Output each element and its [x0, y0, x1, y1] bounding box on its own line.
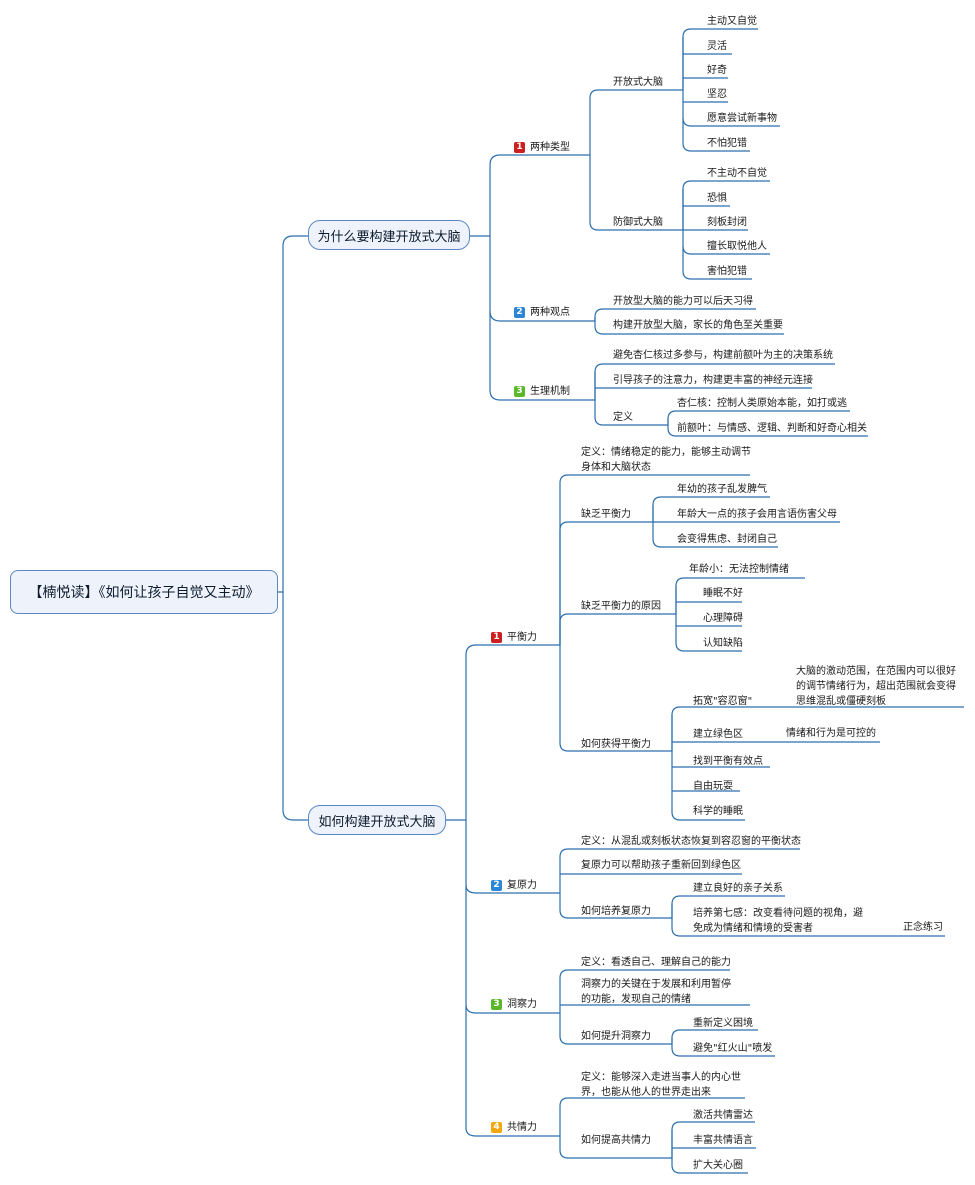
- leaf-topic[interactable]: 重新定义困境: [693, 1018, 753, 1029]
- topic-cultivate-resilience[interactable]: 如何培养复原力: [581, 906, 651, 917]
- topic-lack-causes[interactable]: 缺乏平衡力的原因: [581, 601, 661, 612]
- leaf-topic[interactable]: 找到平衡有效点: [693, 756, 763, 767]
- root-topic-label: 【楠悦读】《如何让孩子自觉又主动》: [28, 585, 260, 601]
- leaf-topic[interactable]: 年龄小：无法控制情绪: [689, 564, 789, 575]
- topic-defensive-brain[interactable]: 防御式大脑: [613, 217, 663, 228]
- topic-two-views[interactable]: 两种观点: [530, 307, 570, 318]
- topic-definition[interactable]: 定义: [613, 412, 633, 423]
- leaf-topic[interactable]: 主动又自觉: [707, 16, 757, 27]
- topic-green-zone[interactable]: 建立绿色区: [693, 729, 743, 740]
- topic-widen-window[interactable]: 拓宽"容忍窗": [693, 696, 753, 707]
- topic-balance[interactable]: 平衡力: [507, 632, 537, 643]
- topic-gain-balance[interactable]: 如何获得平衡力: [581, 739, 651, 750]
- leaf-topic[interactable]: 灵活: [707, 41, 727, 52]
- leaf-topic[interactable]: 不怕犯错: [707, 138, 747, 149]
- leaf-topic[interactable]: 培养第七感：改变看待问题的视角，避免成为情绪和情境的受害者: [693, 908, 863, 934]
- topic-mechanism[interactable]: 生理机制: [530, 386, 570, 397]
- leaf-topic[interactable]: 建立良好的亲子关系: [693, 883, 783, 894]
- leaf-topic[interactable]: 不主动不自觉: [707, 168, 767, 179]
- priority-badge: 3: [514, 386, 525, 397]
- leaf-topic[interactable]: 年龄大一点的孩子会用言语伤害父母: [677, 509, 837, 520]
- leaf-topic[interactable]: 愿意尝试新事物: [707, 113, 777, 124]
- leaf-topic[interactable]: 定义：看透自己、理解自己的能力: [581, 957, 731, 968]
- leaf-topic[interactable]: 大脑的激动范围，在范围内可以很好的调节情绪行为，超出范围就会变得思维混乱或僵硬刻…: [796, 666, 956, 707]
- topic-lack-balance[interactable]: 缺乏平衡力: [581, 509, 631, 520]
- leaf-topic[interactable]: 定义：情绪稳定的能力，能够主动调节身体和大脑状态: [581, 447, 751, 473]
- leaf-topic[interactable]: 擅长取悦他人: [707, 241, 767, 252]
- topic-insight[interactable]: 洞察力: [507, 999, 537, 1010]
- leaf-topic[interactable]: 睡眠不好: [703, 588, 743, 599]
- priority-badge: 4: [491, 1122, 502, 1133]
- leaf-topic[interactable]: 构建开放型大脑，家长的角色至关重要: [613, 320, 783, 331]
- leaf-topic[interactable]: 丰富共情语言: [693, 1135, 753, 1146]
- leaf-topic[interactable]: 好奇: [707, 65, 727, 76]
- leaf-topic[interactable]: 正念练习: [903, 922, 943, 933]
- leaf-topic[interactable]: 避免"红火山"喷发: [693, 1043, 773, 1054]
- priority-badge: 2: [491, 880, 502, 891]
- topic-open-brain[interactable]: 开放式大脑: [613, 77, 663, 88]
- priority-badge: 3: [491, 999, 502, 1010]
- leaf-topic[interactable]: 定义：能够深入走进当事人的内心世界，也能从他人的世界走出来: [581, 1072, 741, 1098]
- topic-resilience[interactable]: 复原力: [507, 880, 537, 891]
- leaf-topic[interactable]: 害怕犯错: [707, 266, 747, 277]
- leaf-topic[interactable]: 引导孩子的注意力，构建更丰富的神经元连接: [613, 375, 813, 386]
- leaf-topic[interactable]: 洞察力的关键在于发展和利用暂停的功能，发现自己的情绪: [581, 979, 731, 1005]
- priority-badge: 1: [491, 632, 502, 643]
- leaf-topic[interactable]: 定义：从混乱或刻板状态恢复到容忍窗的平衡状态: [581, 836, 801, 847]
- leaf-topic[interactable]: 年幼的孩子乱发脾气: [677, 484, 767, 495]
- topic-two-types[interactable]: 两种类型: [530, 142, 570, 153]
- main-topic-why[interactable]: 为什么要构建开放式大脑: [308, 220, 470, 250]
- priority-badge: 1: [514, 142, 525, 153]
- leaf-topic[interactable]: 复原力可以帮助孩子重新回到绿色区: [581, 860, 741, 871]
- leaf-topic[interactable]: 恐惧: [707, 193, 727, 204]
- topic-improve-empathy[interactable]: 如何提高共情力: [581, 1135, 651, 1146]
- leaf-topic[interactable]: 前额叶：与情感、逻辑、判断和好奇心相关: [677, 423, 867, 434]
- main-topic-why-label: 为什么要构建开放式大脑: [317, 229, 461, 245]
- priority-badge: 2: [514, 307, 525, 318]
- root-topic[interactable]: 【楠悦读】《如何让孩子自觉又主动》: [10, 570, 278, 614]
- main-topic-how-label: 如何构建开放式大脑: [318, 814, 436, 830]
- leaf-topic[interactable]: 刻板封闭: [707, 217, 747, 228]
- leaf-topic[interactable]: 扩大关心圈: [693, 1160, 743, 1171]
- main-topic-how[interactable]: 如何构建开放式大脑: [308, 805, 446, 835]
- leaf-topic[interactable]: 认知缺陷: [703, 638, 743, 649]
- topic-empathy[interactable]: 共情力: [507, 1122, 537, 1133]
- leaf-topic[interactable]: 情绪和行为是可控的: [786, 728, 876, 739]
- leaf-topic[interactable]: 会变得焦虑、封闭自己: [677, 534, 777, 545]
- leaf-topic[interactable]: 杏仁核：控制人类原始本能，如打或逃: [677, 398, 847, 409]
- leaf-topic[interactable]: 科学的睡眠: [693, 806, 743, 817]
- topic-improve-insight[interactable]: 如何提升洞察力: [581, 1031, 651, 1042]
- leaf-topic[interactable]: 避免杏仁核过多参与，构建前额叶为主的决策系统: [613, 350, 833, 361]
- leaf-topic[interactable]: 激活共情雷达: [693, 1110, 753, 1121]
- leaf-topic[interactable]: 自由玩耍: [693, 781, 733, 792]
- leaf-topic[interactable]: 心理障碍: [703, 613, 743, 624]
- leaf-topic[interactable]: 坚忍: [707, 89, 727, 100]
- leaf-topic[interactable]: 开放型大脑的能力可以后天习得: [613, 296, 753, 307]
